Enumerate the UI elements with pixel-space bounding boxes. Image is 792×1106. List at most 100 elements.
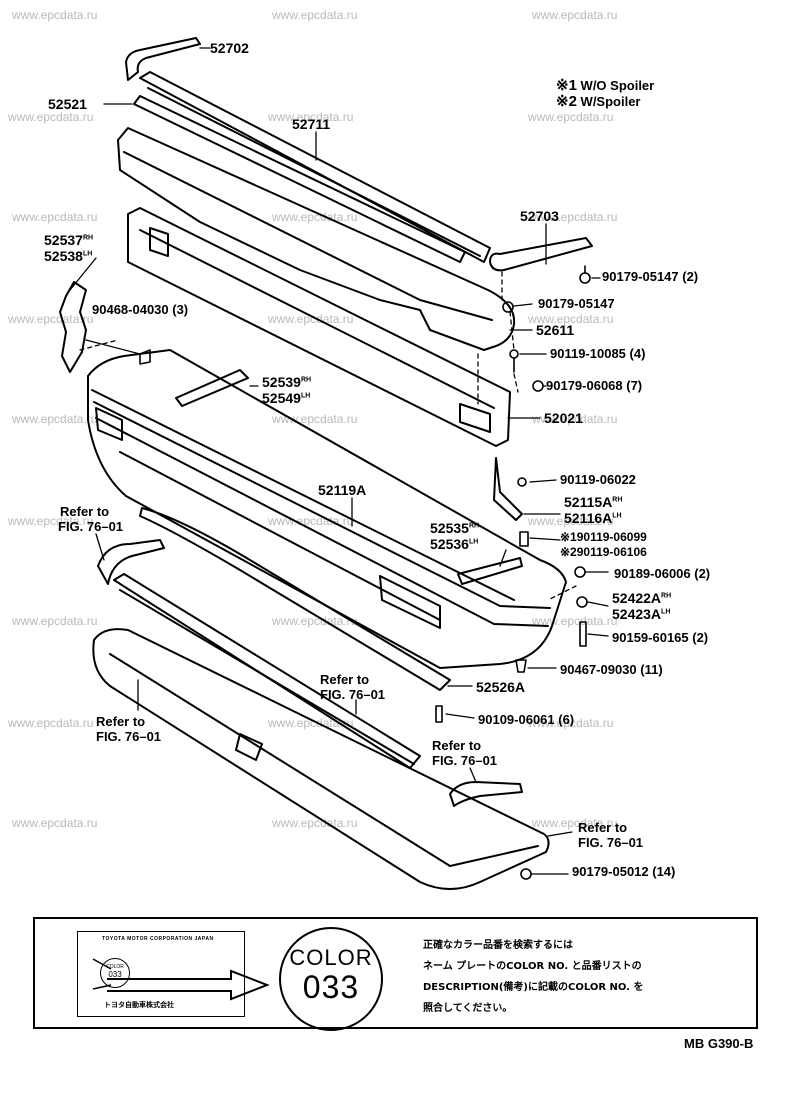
watermark-text: www.epcdata.ru — [268, 110, 354, 124]
part-label-52521[interactable]: 52521 — [48, 96, 87, 112]
watermark-text: www.epcdata.ru — [8, 716, 94, 730]
legend-text-1: W/O Spoiler — [580, 78, 655, 93]
legend-mark-1: ※1 — [556, 77, 577, 94]
part-label-90109-06061[interactable]: 90109-06061 (6) — [478, 712, 575, 727]
part-label-52423A[interactable]: 52423ALH — [612, 606, 670, 622]
tag-lh: LH — [468, 538, 479, 546]
part-label-90467-09030[interactable]: 90467-09030 (11) — [560, 662, 663, 677]
note-line-4: 照合してください。 — [423, 1003, 513, 1014]
part-label-90159-60165[interactable]: 90159-60165 (2) — [612, 630, 709, 645]
part-number-52423A: 52423A — [612, 606, 662, 622]
spoiler-52526A — [139, 507, 451, 691]
part-label-90179-06068[interactable]: 90179-06068 (7) — [546, 378, 643, 393]
part-label-90119-06106[interactable]: ※290119-06106 — [560, 545, 647, 559]
tag-lh: LH — [300, 392, 311, 400]
name-plate-color-num: 033 — [108, 970, 122, 979]
part-label-52702[interactable]: 52702 — [210, 40, 249, 56]
watermark-text: www.epcdata.ru — [532, 210, 618, 224]
part-label-90179-05147-2[interactable]: 90179-05147 (2) — [602, 269, 699, 284]
side-piece-right — [449, 781, 523, 807]
part-label-52115A[interactable]: 52115ARH — [564, 494, 622, 510]
part-label-90179-05147[interactable]: 90179-05147 — [538, 296, 615, 311]
name-plate-color-word: COLOR — [106, 964, 124, 970]
end-molding-52702 — [125, 37, 201, 81]
part-label-52119A[interactable]: 52119A — [318, 482, 367, 498]
reinforcement-52021 — [127, 207, 511, 447]
part-label-90179-05012[interactable]: 90179-05012 (14) — [572, 864, 676, 879]
watermark-text: www.epcdata.ru — [532, 8, 618, 22]
part-label-52535[interactable]: 52535RH — [430, 520, 479, 536]
watermark-text: www.epcdata.ru — [12, 8, 98, 22]
fastener-icons — [139, 265, 591, 880]
bracket-52115A — [493, 457, 523, 521]
part-number-52538: 52538 — [44, 248, 83, 264]
part-label-90189-06006[interactable]: 90189-06006 (2) — [614, 566, 711, 581]
name-plate-color-circle: COLOR 033 — [100, 958, 130, 988]
tag-lh: LH — [661, 608, 671, 616]
refer-note-line1: Refer to — [432, 738, 482, 753]
legend: ※1 W/O Spoiler ※2 W/Spoiler — [556, 78, 654, 110]
part-label-52021[interactable]: 52021 — [544, 410, 583, 426]
part-label-52538[interactable]: 52538LH — [44, 248, 92, 264]
watermark-text: www.epcdata.ru — [12, 210, 98, 224]
watermark-text: www.epcdata.ru — [272, 412, 358, 426]
stay-52537 — [59, 281, 87, 373]
part-label-52116A[interactable]: 52116ALH — [564, 510, 622, 526]
part-number-52422A: 52422A — [612, 590, 662, 606]
legend-mark-2: ※2 — [556, 93, 577, 110]
end-molding-52703 — [489, 237, 593, 272]
watermark-text: www.epcdata.ru — [528, 514, 614, 528]
refer-note-line1: Refer to — [320, 672, 370, 687]
part-label-52526A[interactable]: 52526A — [476, 679, 526, 695]
part-number-52116A: 52116A — [564, 510, 613, 526]
part-label-90119-10085[interactable]: 90119-10085 (4) — [550, 346, 646, 361]
part-label-90468-04030[interactable]: 90468-04030 (3) — [92, 302, 189, 317]
watermark-text: www.epcdata.ru — [528, 110, 614, 124]
tag-rh: RH — [661, 592, 672, 600]
note-line-1: 正確なカラー品番を検索するには — [423, 940, 573, 951]
figure-code: MB G390-B — [684, 1036, 754, 1051]
color-note-text: 正確なカラー品番を検索するには ネーム プレートのCOLOR NO. と品番リス… — [423, 935, 643, 1019]
lower-rail — [113, 573, 421, 769]
part-label-52703[interactable]: 52703 — [520, 208, 559, 224]
legend-row-1: ※1 W/O Spoiler — [556, 78, 654, 94]
part-label-52711[interactable]: 52711 — [292, 116, 331, 132]
tag-rh: RH — [300, 376, 312, 384]
part-number-52535: 52535 — [430, 520, 469, 536]
part-label-52539[interactable]: 52539RH — [262, 374, 311, 390]
tag-rh: RH — [468, 522, 480, 530]
legend-text-2: W/Spoiler — [580, 94, 641, 109]
part-label-52611[interactable]: 52611 — [536, 322, 575, 338]
refer-note-line2: FIG. 76–01 — [58, 519, 124, 534]
watermark-text: www.epcdata.ru — [272, 210, 358, 224]
part-label-90119-06022[interactable]: 90119-06022 — [560, 472, 636, 487]
tag-rh: RH — [612, 496, 623, 504]
part-label-52536[interactable]: 52536LH — [430, 536, 478, 552]
color-number: 033 — [302, 969, 360, 1005]
watermark-text: www.epcdata.ru — [532, 412, 618, 426]
refer-note-line2: FIG. 76–01 — [96, 729, 162, 744]
part-label-52422A[interactable]: 52422ARH — [612, 590, 671, 606]
color-word: COLOR — [289, 945, 373, 970]
part-number-52536: 52536 — [430, 536, 469, 552]
watermark-text: www.epcdata.ru — [272, 614, 358, 628]
part-number-52115A: 52115A — [564, 494, 613, 510]
part-number-52539: 52539 — [262, 374, 301, 390]
refer-note-line1: Refer to — [96, 714, 146, 729]
watermark-text: www.epcdata.ru — [8, 312, 94, 326]
bracket-52539 — [175, 369, 249, 407]
part-label-90119-06099[interactable]: ※190119-06099 — [560, 530, 647, 544]
refer-note-line1: Refer to — [60, 504, 110, 519]
arrow-icon — [92, 958, 270, 1001]
name-plate-illustration: TOYOTA MOTOR CORPORATION JAPAN COLOR 033… — [77, 931, 245, 1017]
tag-rh: RH — [82, 234, 94, 242]
part-label-52537[interactable]: 52537RH — [44, 232, 93, 248]
lower-apron — [92, 628, 550, 890]
part-label-52549[interactable]: 52549LH — [262, 390, 310, 406]
